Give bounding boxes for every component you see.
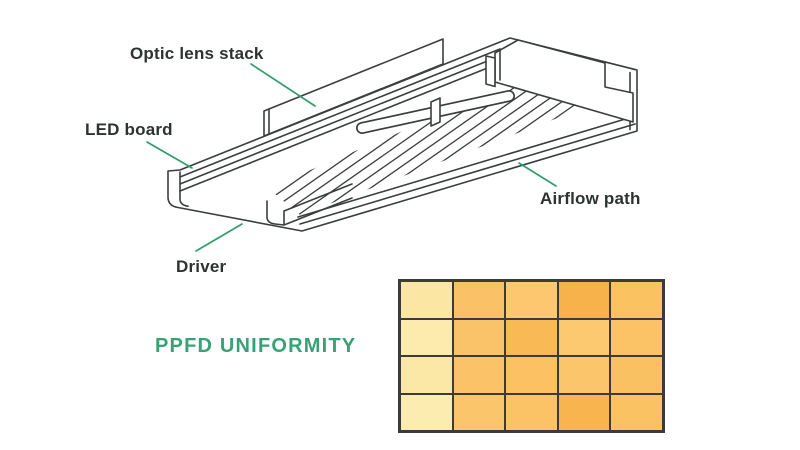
heatmap-cell xyxy=(505,356,558,394)
left-mount-wall xyxy=(263,38,444,137)
right-mount-bracket xyxy=(485,39,634,123)
heatmap-cell xyxy=(610,393,663,431)
heatmap-cell xyxy=(610,281,663,319)
driver-channel xyxy=(266,183,353,226)
heatmap-cell xyxy=(400,393,453,431)
heatmap-cell xyxy=(557,281,611,319)
ppfd-uniformity-title: PPFD UNIFORMITY xyxy=(155,335,357,357)
ppfd-heatmap-grid xyxy=(398,279,665,433)
heatmap-cell xyxy=(400,281,453,319)
led-leader-line xyxy=(146,141,193,169)
driver-leader-line xyxy=(195,223,243,252)
heatmap-cell xyxy=(557,393,611,431)
driver-label: Driver xyxy=(176,257,227,276)
heatmap-cell xyxy=(505,318,558,356)
heatmap-cell xyxy=(505,281,558,319)
airflow-rails xyxy=(297,116,636,225)
leader-lines xyxy=(146,63,557,252)
heatmap-cell xyxy=(400,318,453,356)
heatmap-cell xyxy=(452,318,506,356)
airflow-leader-line xyxy=(518,162,557,187)
heatmap-cell xyxy=(610,356,663,394)
airflow-path-label: Airflow path xyxy=(540,189,641,208)
optic-lens-stack-label: Optic lens stack xyxy=(130,44,264,63)
lens-stack-layers xyxy=(179,48,501,192)
heatmap-cell xyxy=(557,318,611,356)
heatmap-cell xyxy=(452,356,506,394)
heatmap-cell xyxy=(505,393,558,431)
heatmap-cell xyxy=(452,393,506,431)
heatmap-cell xyxy=(400,356,453,394)
heatmap-cell xyxy=(610,318,663,356)
mid-bracket-tab xyxy=(430,97,441,127)
optic-leader-line xyxy=(250,63,316,107)
left-endcap xyxy=(179,171,189,207)
led-board-label: LED board xyxy=(85,120,173,139)
heatmap-cell xyxy=(557,356,611,394)
heatmap-cell xyxy=(452,281,506,319)
